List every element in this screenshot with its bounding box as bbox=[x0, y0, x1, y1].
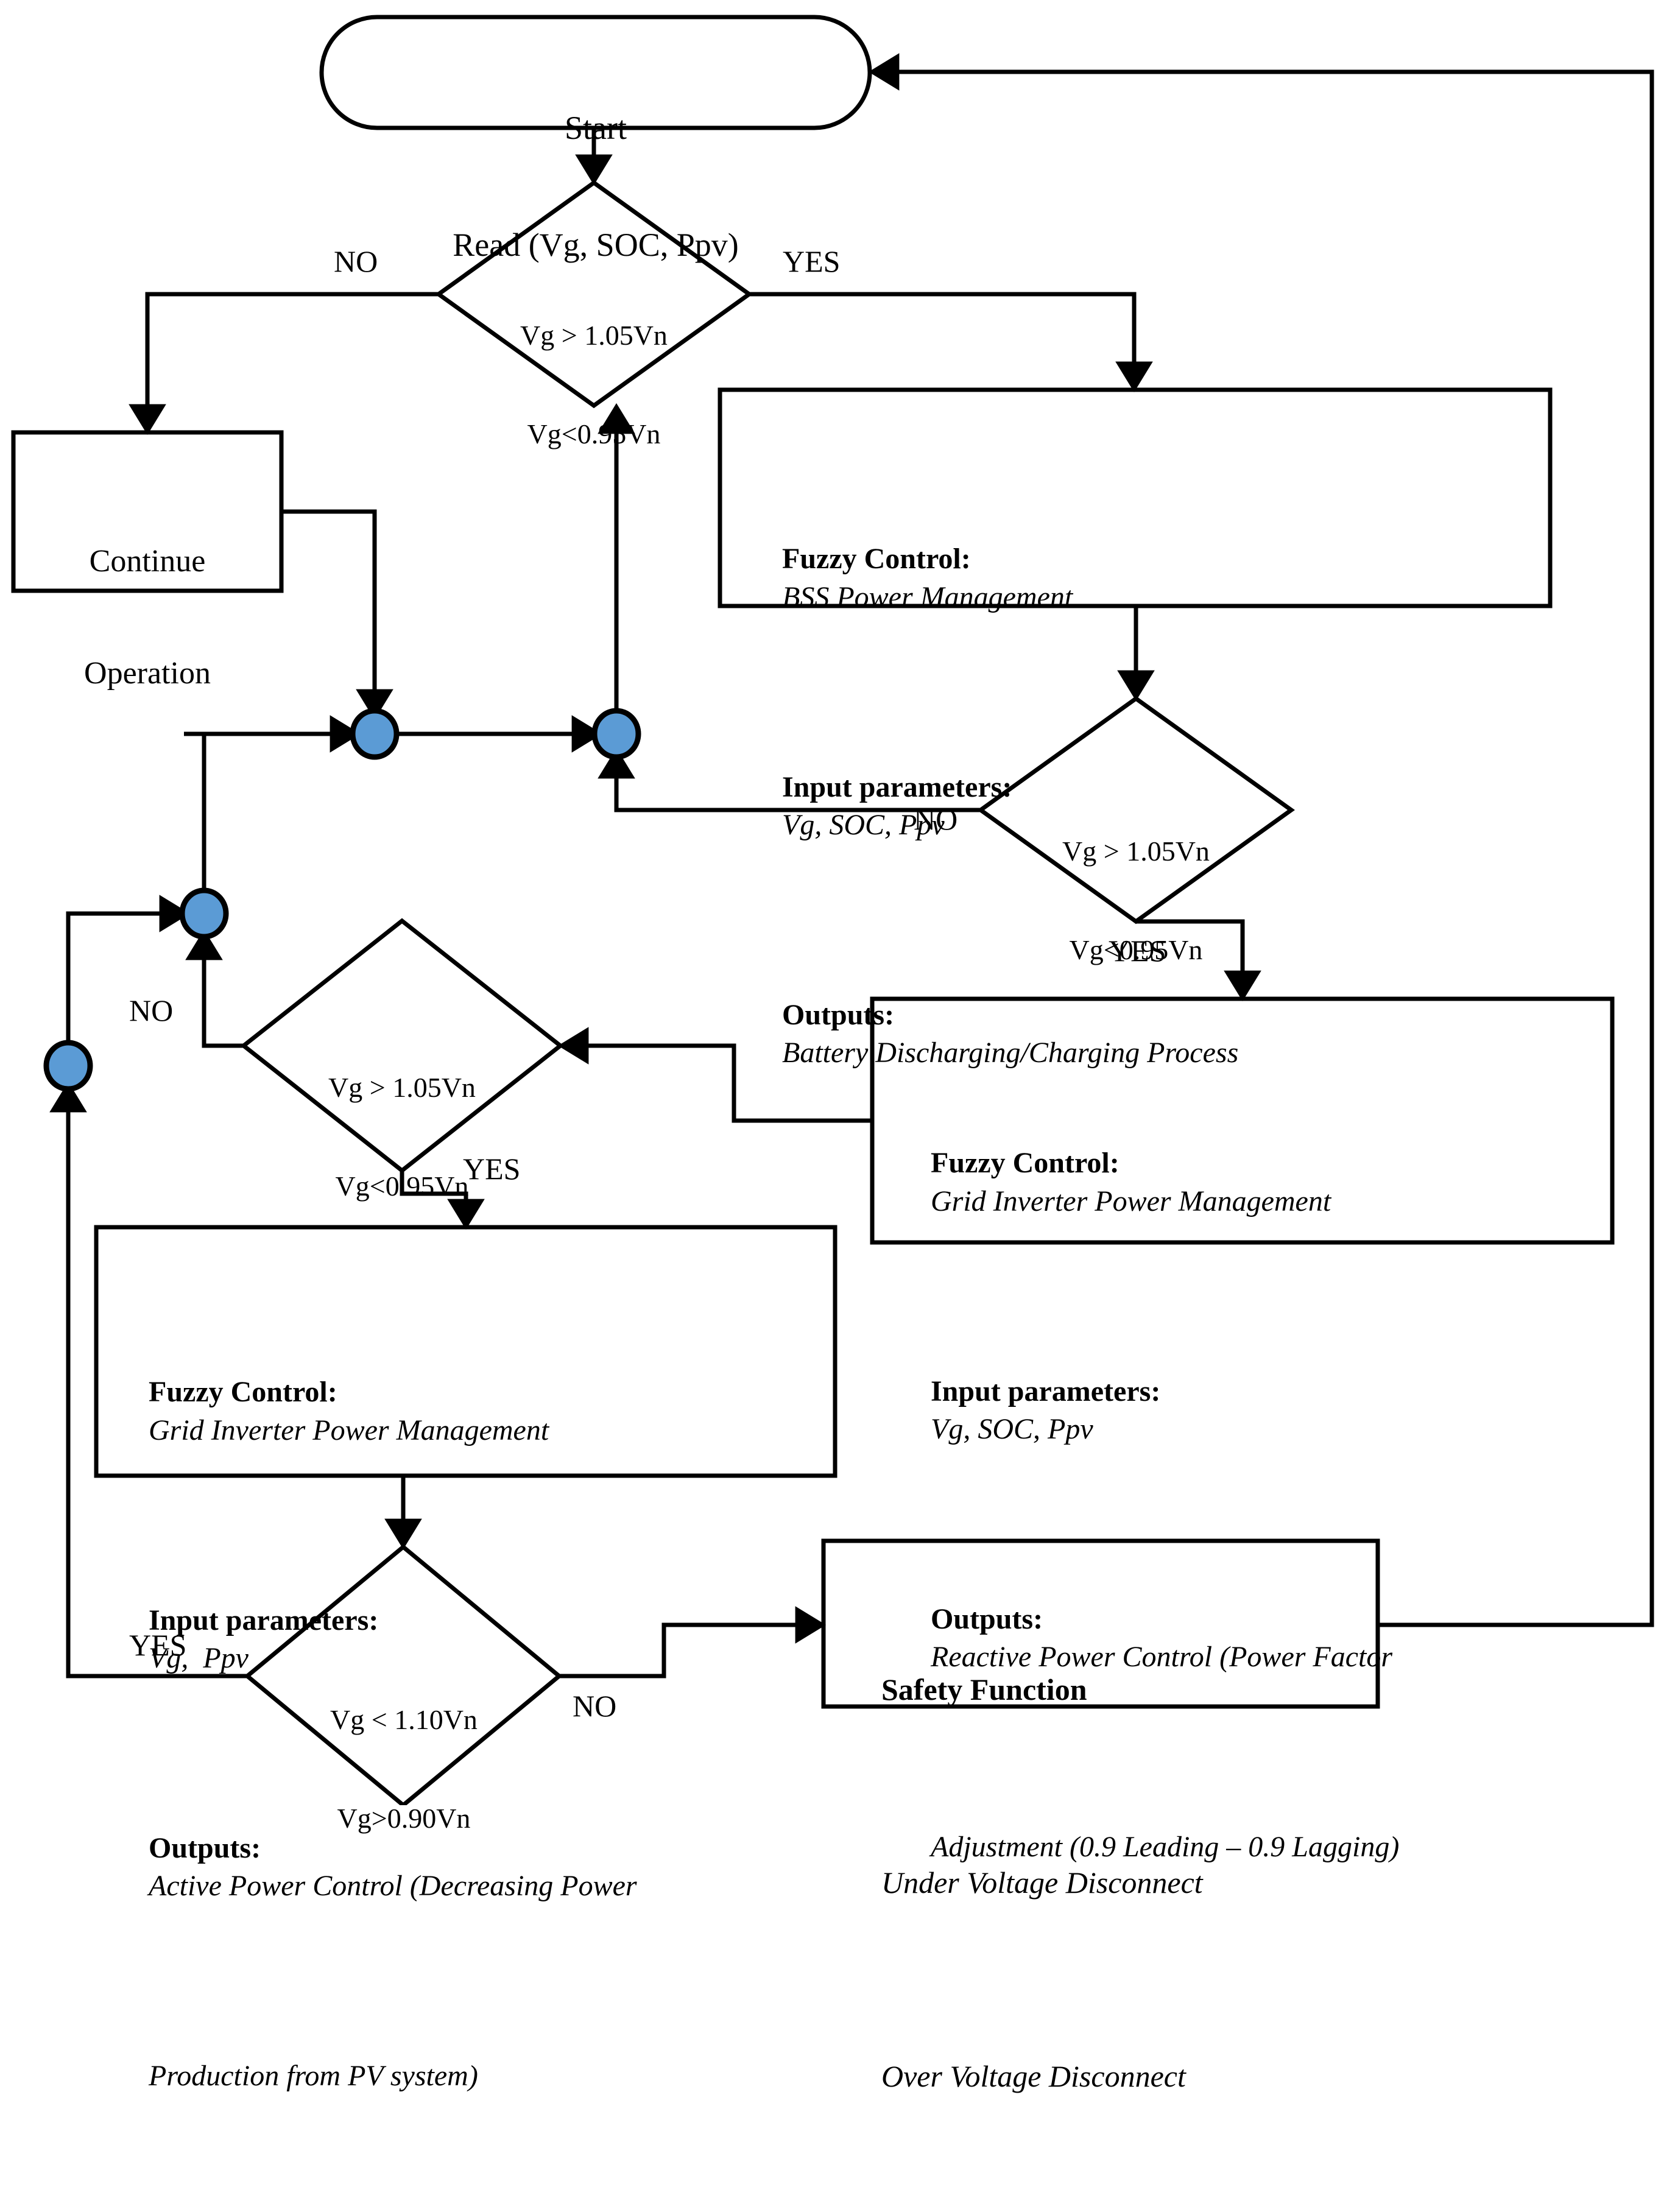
grid-reactive-control-row: Fuzzy Control: Grid Inverter Power Manag… bbox=[887, 1107, 1612, 1259]
bss-fuzzy-inputs-value: Vg, SOC, Ppv bbox=[782, 808, 945, 841]
grid-reactive-inputs-row: Input parameters: Vg, SOC, Ppv bbox=[887, 1334, 1612, 1487]
grid-active-outputs-row-2: Production from PV system) bbox=[105, 2020, 830, 2133]
bss-fuzzy-outputs-row: Outputs: Battery Discharging/Charging Pr… bbox=[738, 958, 1542, 1110]
edge-junction-d-to-junction-c bbox=[66, 895, 191, 1066]
edge-decision3-no bbox=[185, 929, 244, 1048]
grid-active-inputs-label: Input parameters: bbox=[149, 1604, 379, 1636]
safety-function-line-1-text: Under Voltage Disconnect bbox=[881, 1865, 1203, 1900]
safety-function-line-1: Under Voltage Disconnect bbox=[836, 1825, 1372, 1942]
bss-fuzzy-inputs-label: Input parameters: bbox=[782, 770, 1012, 803]
bss-fuzzy-inputs-row: Input parameters: Vg, SOC, Ppv bbox=[738, 730, 1542, 882]
grid-active-outputs-label: Outputs: bbox=[149, 1831, 261, 1864]
bss-fuzzy-text: Fuzzy Control: BSS Power Management Inpu… bbox=[738, 426, 1542, 1186]
grid-reactive-control-value: Grid Inverter Power Management bbox=[931, 1185, 1331, 1217]
decision4-shape bbox=[244, 1544, 563, 1805]
decision4-yes-label: YES bbox=[129, 1628, 187, 1662]
grid-reactive-outputs-label: Outputs: bbox=[931, 1602, 1043, 1635]
decision1-label: Vg > 1.05Vn Vg<0.95Vn bbox=[439, 253, 749, 517]
bss-fuzzy-outputs-label: Outputs: bbox=[782, 998, 895, 1031]
grid-active-outputs-value-2: Production from PV system) bbox=[149, 2060, 478, 2093]
decision3-yes-label: YES bbox=[463, 1152, 521, 1186]
decision1-yes-label: YES bbox=[783, 244, 841, 278]
junction-b-dot bbox=[591, 708, 641, 760]
decision2-yes-label: YES bbox=[1109, 934, 1166, 968]
decision1-line-1: Vg > 1.05Vn bbox=[520, 319, 668, 351]
decision4-line-2: Vg>0.90Vn bbox=[337, 1803, 471, 1834]
grid-active-control-value: Grid Inverter Power Management bbox=[149, 1414, 549, 1446]
bss-fuzzy-outputs-value: Battery Discharging/Charging Process bbox=[782, 1037, 1239, 1069]
decision4-label: Vg < 1.10Vn Vg>0.90Vn bbox=[249, 1637, 559, 1901]
grid-reactive-inputs-label: Input parameters: bbox=[931, 1375, 1161, 1407]
edge-decision4-no bbox=[559, 1606, 827, 1678]
edge-decision3-yes bbox=[400, 1171, 485, 1230]
edge-decision1-no bbox=[129, 292, 439, 435]
decision3-line-2: Vg<0.95Vn bbox=[335, 1171, 469, 1202]
grid-reactive-fuzzy-shape bbox=[870, 996, 1615, 1245]
grid-active-inputs-row: Input parameters: Vg, Ppv bbox=[105, 1563, 830, 1716]
edge-decision2-no bbox=[598, 747, 981, 812]
grid-active-control-row: Fuzzy Control: Grid Inverter Power Manag… bbox=[105, 1336, 830, 1488]
continue-operation-label: Continue Operation bbox=[13, 468, 281, 767]
edge-decision2-yes bbox=[1136, 919, 1261, 1002]
decision2-line-2: Vg<0.95Vn bbox=[1069, 934, 1203, 966]
safety-function-title: Safety Function bbox=[836, 1632, 1372, 1748]
decision2-line-1: Vg > 1.05Vn bbox=[1062, 835, 1210, 867]
safety-function-text: Safety Function Under Voltage Disconnect… bbox=[836, 1554, 1372, 2212]
decision2-no-label: NO bbox=[914, 802, 958, 836]
continue-operation-line-2: Operation bbox=[84, 655, 211, 691]
junction-d-dot bbox=[43, 1040, 93, 1092]
edge-decision1-yes bbox=[749, 292, 1153, 393]
decision3-label: Vg > 1.05Vn Vg<0.95Vn bbox=[247, 1005, 557, 1269]
bss-fuzzy-control-value: BSS Power Management bbox=[782, 580, 1073, 613]
flowchart-canvas: Start Read (Vg, SOC, Ppv) Vg > 1.05Vn Vg… bbox=[11, 15, 1654, 2093]
grid-reactive-control-label: Fuzzy Control: bbox=[931, 1147, 1120, 1180]
start-line-2: Read (Vg, SOC, Ppv) bbox=[453, 226, 739, 263]
edge-grid-reactive-to-decision3 bbox=[557, 1027, 872, 1123]
start-node-label: Start Read (Vg, SOC, Ppv) bbox=[322, 32, 870, 342]
safety-function-line-2-text: Over Voltage Disconnect bbox=[881, 2059, 1186, 2093]
decision1-line-2: Vg<0.95Vn bbox=[527, 418, 661, 450]
edge-safety-to-start bbox=[868, 53, 1654, 1627]
safety-function-shape bbox=[821, 1538, 1380, 1709]
decision2-label: Vg > 1.05Vn Vg<0.95Vn bbox=[981, 769, 1291, 1033]
decision4-no-label: NO bbox=[573, 1689, 617, 1723]
edge-continue-to-junction-a bbox=[281, 509, 393, 720]
decision3-line-1: Vg > 1.05Vn bbox=[328, 1071, 476, 1103]
decision1-no-label: NO bbox=[334, 244, 378, 278]
decision4-line-1: Vg < 1.10Vn bbox=[330, 1703, 478, 1735]
grid-active-fuzzy-shape bbox=[94, 1225, 838, 1478]
grid-reactive-outputs-value-1: Reactive Power Control (Power Factor bbox=[931, 1641, 1393, 1674]
bss-fuzzy-control-row: Fuzzy Control: BSS Power Management bbox=[738, 502, 1542, 655]
grid-active-inputs-value: Vg, Ppv bbox=[149, 1641, 249, 1674]
grid-reactive-outputs-row: Outputs: Reactive Power Control (Power F… bbox=[887, 1562, 1612, 1714]
start-line-1: Start bbox=[565, 110, 627, 147]
continue-operation-line-1: Continue bbox=[89, 543, 206, 579]
junction-c-dot bbox=[179, 887, 229, 940]
bss-fuzzy-control-label: Fuzzy Control: bbox=[782, 543, 971, 576]
edge-decision4-yes bbox=[49, 1081, 247, 1678]
grid-reactive-inputs-value: Vg, SOC, Ppv bbox=[931, 1412, 1093, 1445]
decision3-no-label: NO bbox=[129, 993, 174, 1027]
decision1-shape bbox=[434, 180, 753, 409]
grid-active-control-label: Fuzzy Control: bbox=[149, 1376, 337, 1409]
junction-a-dot bbox=[350, 708, 400, 760]
flowchart-svg bbox=[11, 15, 1654, 1805]
safety-function-title-text: Safety Function bbox=[881, 1672, 1087, 1707]
continue-operation-shape bbox=[11, 430, 284, 593]
safety-function-line-2: Over Voltage Disconnect bbox=[836, 2018, 1372, 2135]
